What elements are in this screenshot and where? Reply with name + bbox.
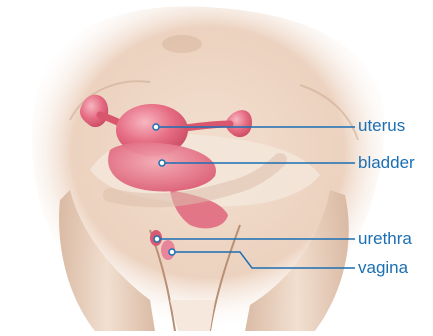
label-uterus: uterus: [358, 116, 405, 136]
label-urethra: urethra: [358, 229, 412, 249]
label-bladder: bladder: [358, 153, 415, 173]
label-vagina: vagina: [358, 258, 408, 278]
navel: [162, 35, 202, 53]
